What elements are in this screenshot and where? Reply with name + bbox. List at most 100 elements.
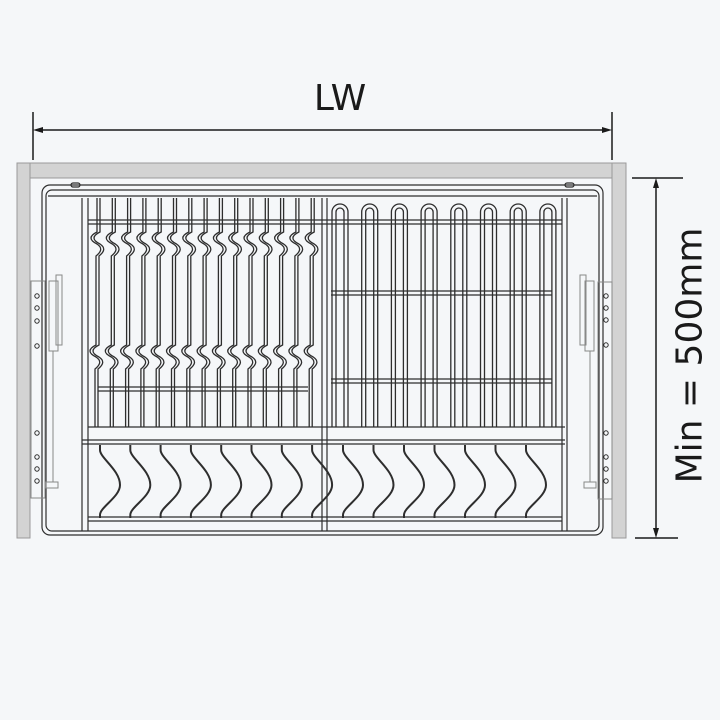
cup-wire-inner (394, 207, 405, 427)
bowl-wire (433, 445, 456, 518)
plate-wire (165, 198, 178, 427)
cup-wire (420, 203, 438, 427)
plate-wire (257, 198, 270, 427)
cup-wire-inner (365, 207, 375, 427)
plate-wire (211, 198, 224, 427)
bowl-wires (99, 445, 548, 518)
plate-wire (242, 198, 255, 427)
cabinet-left-panel (16, 162, 31, 539)
plate-wire (150, 198, 163, 427)
mounting-hole (603, 430, 609, 436)
top-knob-left (70, 182, 81, 188)
plate-wire (119, 198, 132, 427)
cup-wire (539, 203, 557, 427)
arrow-left-icon (33, 127, 43, 133)
bowl-wire (250, 445, 273, 518)
outer-frame (41, 184, 604, 536)
plate-wires (89, 198, 319, 427)
plate-wire (230, 198, 242, 427)
arrow-right-icon (602, 127, 612, 133)
cup-wire-inner (543, 207, 553, 427)
width-dimension (32, 112, 613, 160)
mounting-holes (34, 293, 609, 484)
cup-wire-inner (335, 207, 345, 427)
plate-wire (199, 198, 212, 427)
mounting-hole (603, 293, 609, 299)
bowl-wire (159, 445, 182, 518)
cup-wire (509, 203, 527, 427)
cup-wire (361, 203, 379, 427)
plate-wire (184, 198, 197, 427)
cup-wire (331, 203, 349, 427)
cup-wire-inner (424, 207, 434, 427)
left-mount-plate (30, 280, 46, 499)
arrow-down-icon (653, 528, 659, 538)
cup-wire (450, 203, 468, 427)
plate-wire (135, 198, 148, 427)
mounting-hole (603, 454, 609, 460)
mounting-hole (603, 317, 609, 323)
plate-wire (260, 198, 273, 427)
plate-wire (306, 198, 319, 427)
bowl-wire (99, 445, 122, 518)
plate-wire (122, 198, 135, 427)
right-slide (579, 274, 613, 500)
plate-wire (89, 198, 102, 427)
bowl-wire (342, 445, 365, 518)
plate-wire (272, 198, 285, 427)
mounting-hole (603, 342, 609, 348)
plate-wire (245, 198, 258, 427)
height-label: Min = 500mm (669, 227, 711, 484)
mounting-hole (34, 293, 40, 299)
mounting-hole (34, 454, 40, 460)
right-piston-cap (579, 274, 587, 346)
plate-wire (153, 198, 166, 427)
bowl-wire (464, 445, 487, 518)
plate-wire (303, 198, 316, 427)
bowl-wire (311, 445, 334, 518)
left-piston (48, 280, 59, 352)
plate-wire (138, 198, 151, 427)
plate-wire (291, 198, 304, 427)
cup-wire-inner (454, 207, 464, 427)
plate-wire (288, 198, 301, 427)
plate-wire (196, 198, 209, 427)
plate-wire (181, 198, 194, 427)
bowl-wire (189, 445, 212, 518)
bowl-wire (525, 445, 548, 518)
cabinet-top-panel (29, 162, 613, 179)
left-piston-base (45, 481, 59, 489)
mounting-hole (603, 305, 609, 311)
left-slide (30, 274, 63, 499)
mounting-hole (34, 466, 40, 472)
plate-wire (107, 198, 120, 427)
bowl-wire (129, 445, 152, 518)
plate-wire (104, 198, 117, 427)
cup-wire-inner (483, 207, 494, 427)
plate-wire (214, 198, 227, 427)
cup-wire (390, 203, 409, 427)
mounting-hole (34, 478, 40, 484)
mounting-hole (34, 430, 40, 436)
cabinet-right-panel (611, 162, 627, 539)
bowl-wire (280, 445, 303, 518)
width-label: LW (313, 78, 367, 119)
right-piston-base (583, 481, 597, 489)
plate-wire (275, 198, 288, 427)
cabinet (16, 162, 627, 539)
bowl-wire (494, 445, 517, 518)
bowl-wire (220, 445, 243, 518)
height-dimension (632, 177, 683, 539)
cup-wire (479, 203, 498, 427)
plate-wire (92, 198, 105, 427)
mounting-hole (603, 478, 609, 484)
right-mount-plate (597, 281, 613, 500)
mounting-hole (603, 466, 609, 472)
cup-wire-inner (513, 207, 523, 427)
mounting-hole (34, 343, 40, 349)
plate-wire (168, 198, 181, 427)
bowl-wire (403, 445, 426, 518)
basket-frame (41, 182, 604, 536)
mounting-hole (34, 318, 40, 324)
